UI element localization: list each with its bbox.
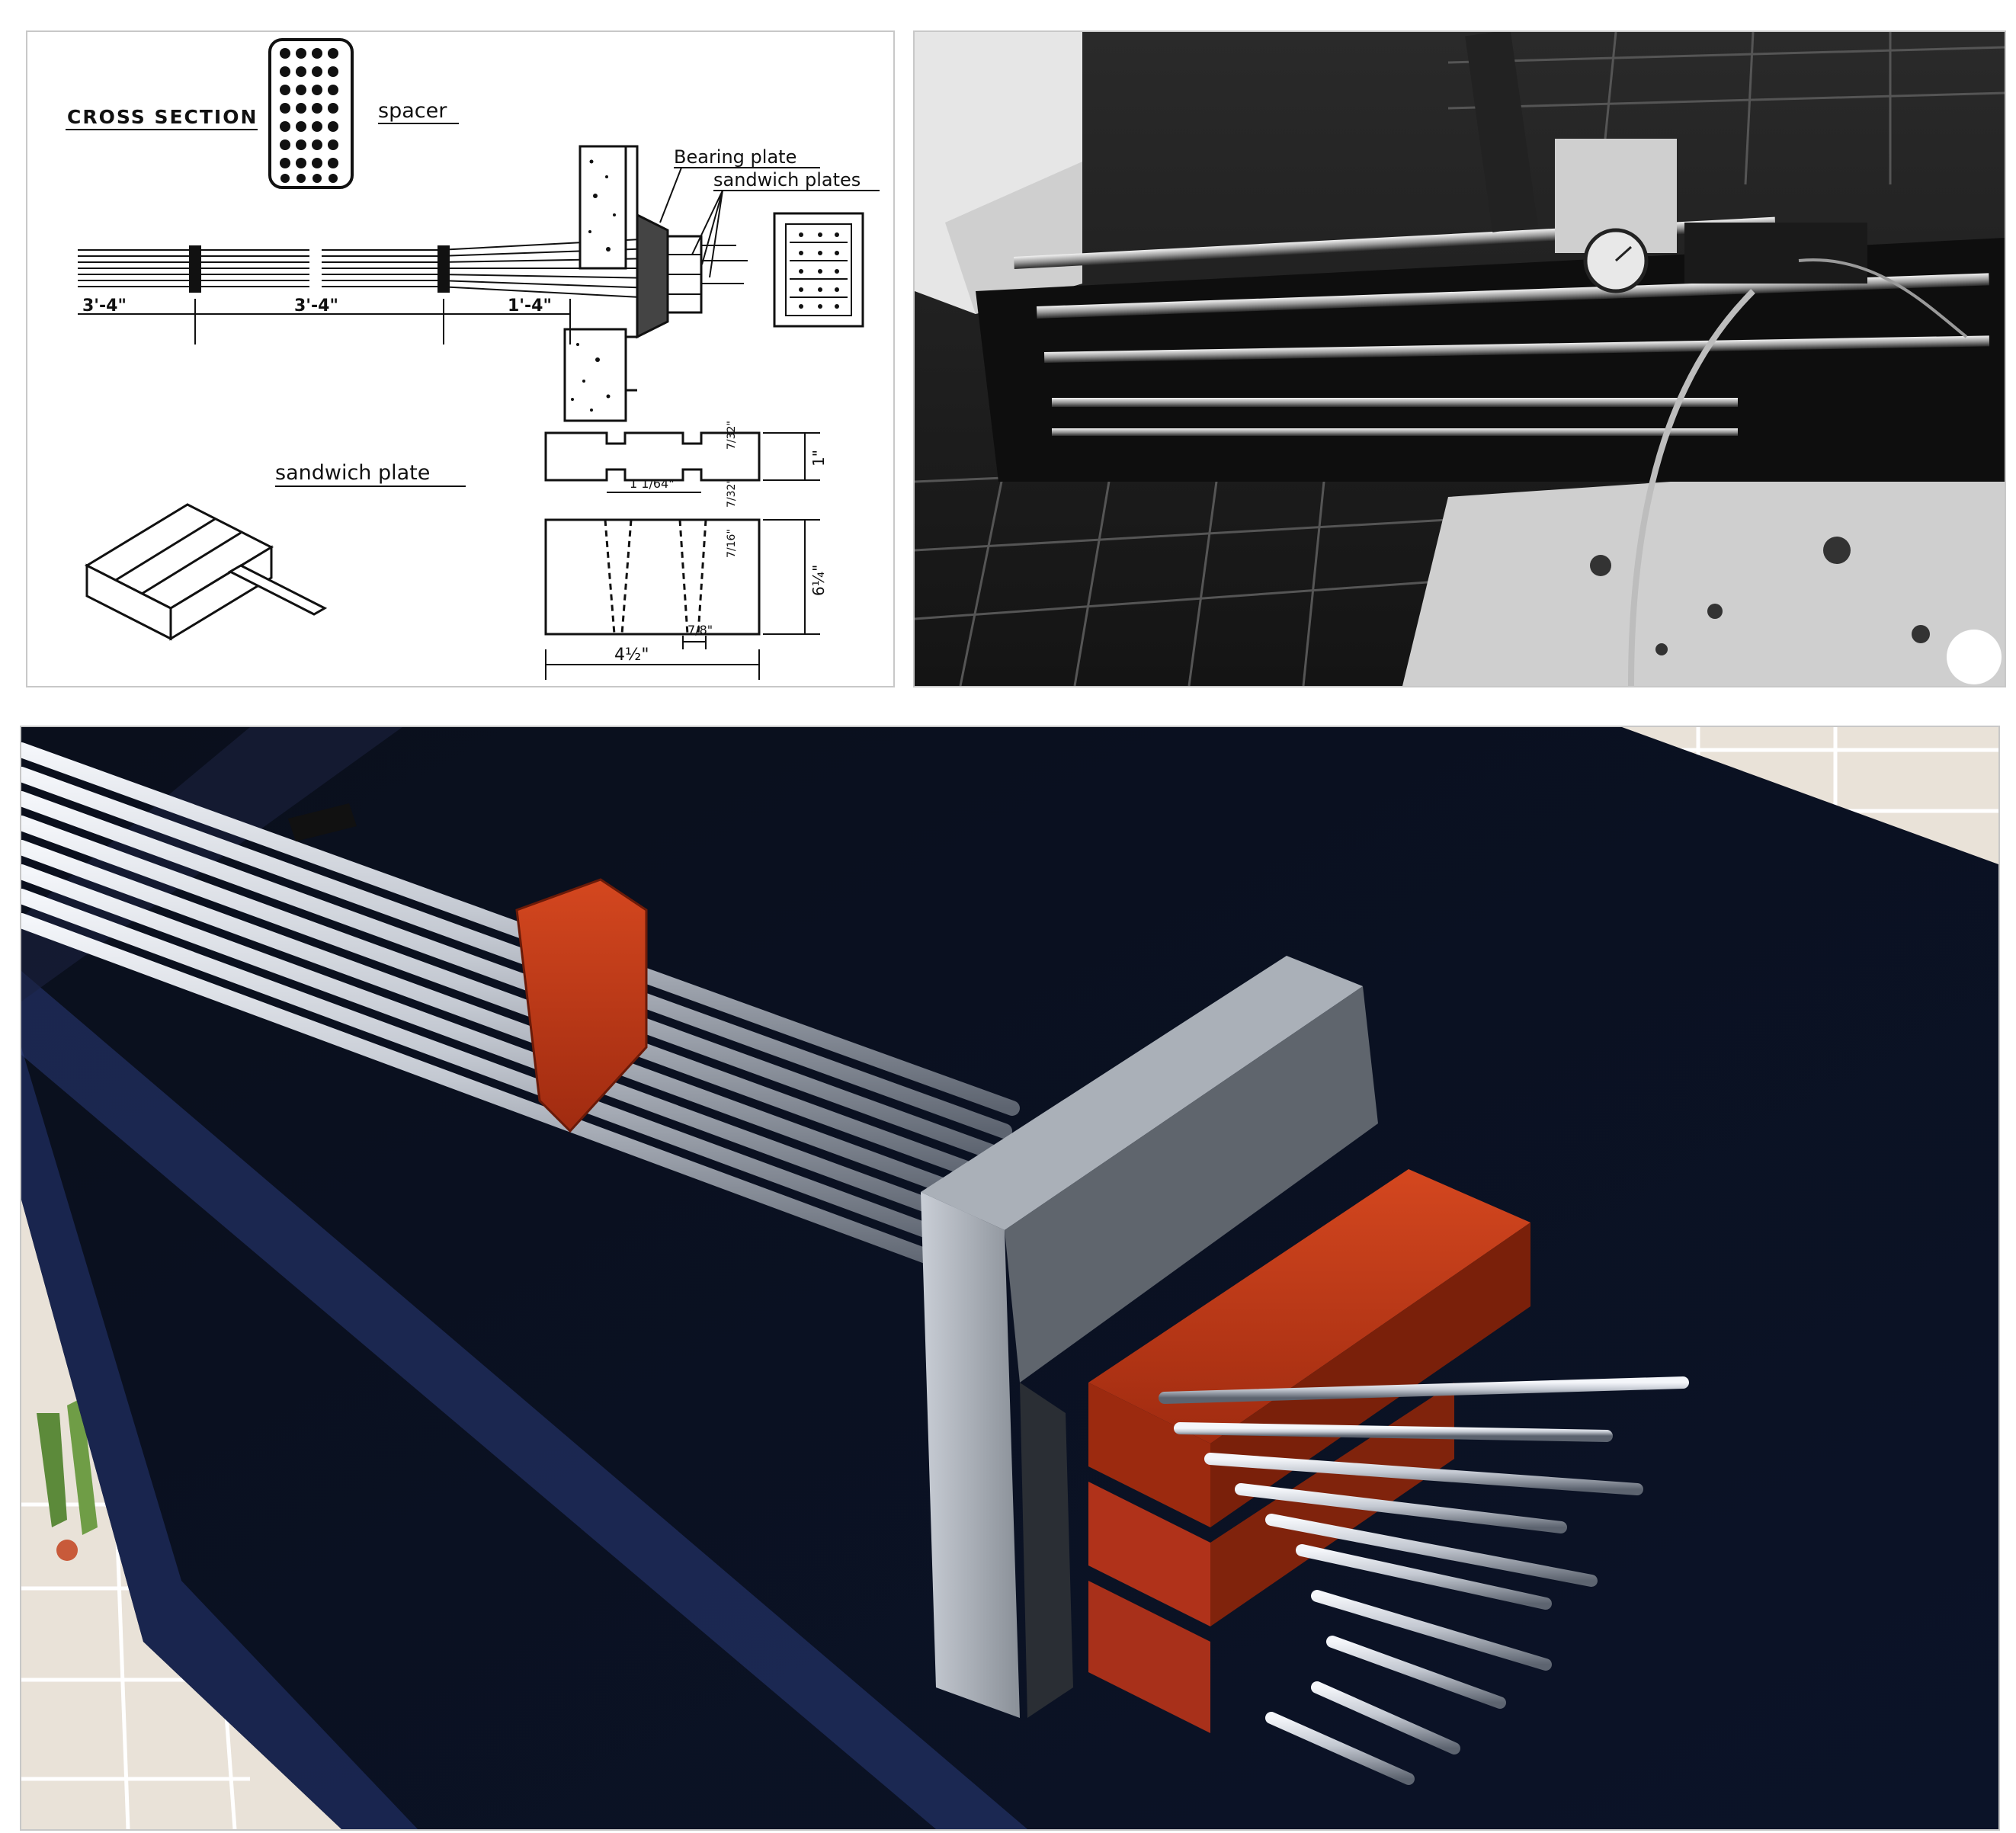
plant — [37, 1398, 98, 1561]
spacer-cross-section — [268, 38, 354, 189]
bearing-plate — [636, 213, 669, 339]
dim-plate-top-height: 1" — [809, 450, 828, 466]
test-rig-photo — [913, 30, 2006, 687]
dim-groove-spacing: 1 1/64" — [630, 476, 675, 491]
spacer-block-1 — [189, 245, 201, 293]
tendon-anchorage-drawing: CROSS SECTION spacer — [26, 30, 895, 687]
tendon-wire-bundle — [21, 742, 1020, 1276]
anchor-wall — [563, 145, 639, 422]
dim-label-3: 1'-4" — [508, 296, 552, 316]
dim-label-1: 3'-4" — [82, 296, 127, 316]
dim-plate-width: 4½" — [614, 646, 649, 665]
anchor-head — [1684, 223, 1867, 284]
floor-patch — [1402, 459, 2005, 686]
dim-slot-bottom: 7/32" — [726, 479, 738, 508]
sandwich-plate-detail — [544, 431, 761, 636]
dim-slot-top: 7/32" — [726, 421, 738, 450]
anchorage-model-scene — [21, 727, 1998, 1829]
anchorage-end-view — [773, 212, 864, 328]
detail-dimensions — [545, 432, 820, 680]
protruding-wires — [1159, 1376, 1689, 1785]
cable — [1628, 289, 1755, 686]
spacer-small — [288, 803, 357, 841]
bearing-plate — [921, 956, 1378, 1718]
cross-section-label: CROSS SECTION — [67, 106, 258, 128]
sandwich-plate-label: sandwich plate — [275, 461, 430, 485]
sandwich-plate-isometric — [84, 503, 328, 641]
anchorage-model-photo — [20, 726, 2000, 1831]
spacer-block-2 — [437, 245, 450, 293]
dim-label-2: 3'-4" — [294, 296, 338, 316]
loading-jack — [1465, 32, 1538, 232]
dim-plate-height: 6¼" — [809, 565, 828, 596]
sandwich-plates-label: sandwich plates — [713, 169, 861, 191]
bearing-plate-label: Bearing plate — [674, 146, 796, 168]
test-rig-scene — [915, 32, 2005, 686]
dim-taper: 7/16" — [726, 529, 738, 558]
drawing-canvas: CROSS SECTION spacer — [66, 38, 880, 680]
spacer-red — [515, 878, 648, 1133]
spacer-label: spacer — [378, 99, 447, 123]
length-dimension-line — [78, 299, 571, 344]
dim-groove-width: 7/8" — [687, 623, 713, 637]
